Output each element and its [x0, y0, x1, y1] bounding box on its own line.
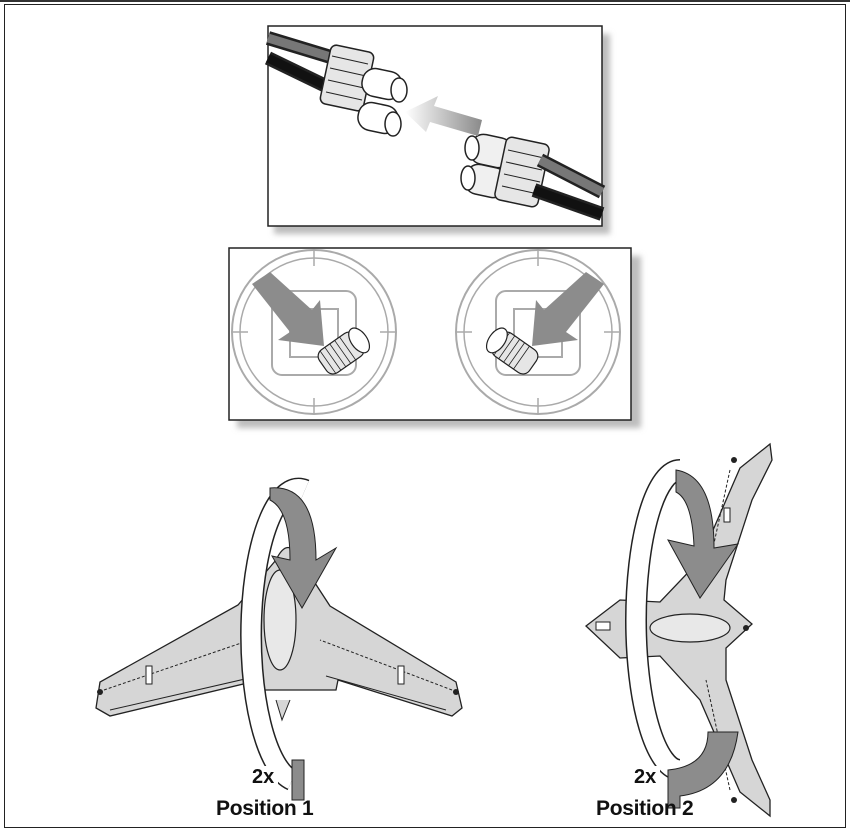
connector-plug-icon: [264, 31, 606, 221]
rotate-arrow-icon: [625, 459, 740, 809]
position2-caption: Position 2: [596, 797, 694, 820]
connector-panel: [264, 25, 610, 234]
gimbal-socket-icon: [231, 249, 397, 415]
gimbal-socket-icon: [455, 249, 621, 415]
rotate-arrow-icon: [240, 477, 338, 801]
figure-frame: [4, 4, 846, 828]
position2-aircraft: [584, 442, 773, 818]
gimbal-panel: [228, 247, 641, 428]
position1-count-badge: 2x: [248, 766, 279, 788]
position1-aircraft: [95, 477, 463, 801]
insert-arrow-icon: [405, 96, 482, 136]
position2-count-badge: 2x: [630, 766, 661, 788]
aircraft-icon: [95, 546, 463, 722]
top-border: [0, 0, 850, 2]
position1-caption: Position 1: [216, 797, 314, 820]
